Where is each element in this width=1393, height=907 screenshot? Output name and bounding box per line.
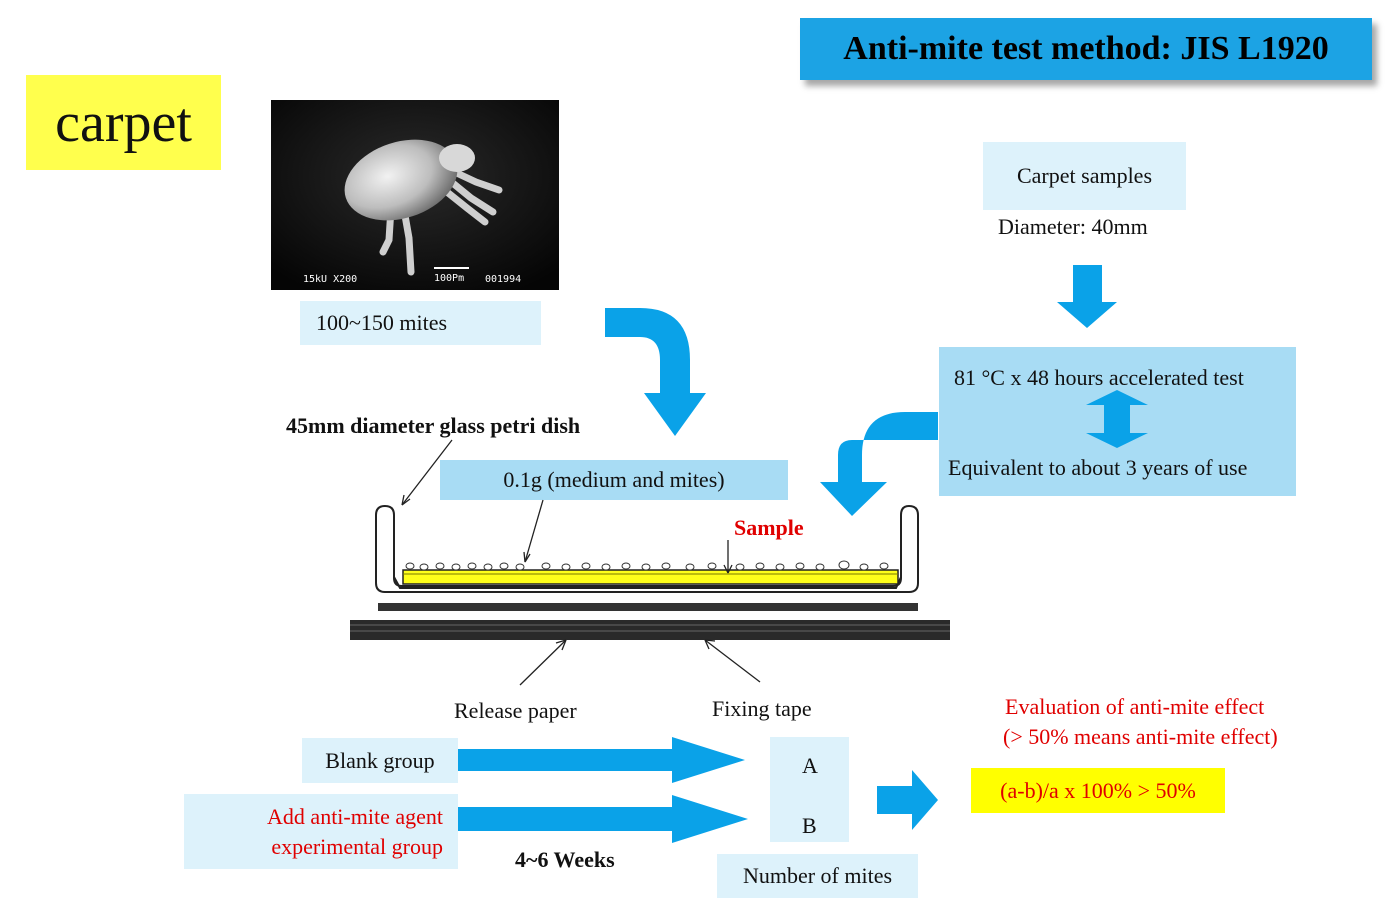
evaluation-line1: Evaluation of anti-mite effect [1005,694,1265,719]
mite-photo: 15kU X200 100Pm 001994 [271,100,559,290]
number-of-mites-text: Number of mites [742,863,893,888]
weeks-label: 4~6 Weeks [515,847,615,872]
result-b: B [802,813,817,838]
release-paper-layer [378,603,918,611]
curved-arrow-sample-icon [820,412,938,516]
carpet-label-text: carpet [55,91,192,154]
diameter-label: Diameter: 40mm [998,214,1148,239]
fixing-tape-label: Fixing tape [712,696,812,721]
experimental-group-box: Add anti-mite agent experimental group [184,794,458,869]
page-title: Anti-mite test method: JIS L1920 [800,18,1372,80]
accelerated-test-text: 81 °C x 48 hours accelerated test [954,365,1244,390]
carpet-samples-box: Carpet samples [983,142,1186,210]
blank-group-arrow-icon [458,737,745,783]
blank-group-text: Blank group [325,747,435,773]
page-title-text: Anti-mite test method: JIS L1920 [843,30,1329,67]
medium-text: 0.1g (medium and mites) [503,467,725,492]
mites-count-text: 100~150 mites [316,310,448,335]
mite-image: 15kU X200 100Pm 001994 [271,100,559,290]
medium-box: 0.1g (medium and mites) [440,460,788,500]
photo-caption-scale: 100Pm [434,273,464,284]
number-of-mites-box: Number of mites [717,854,918,898]
carpet-samples-text: Carpet samples [1016,163,1153,188]
experimental-group-line2: experimental group [271,833,443,859]
photo-caption-left: 15kU X200 [303,274,357,285]
formula-box: (a-b)/a x 100% > 50% [971,768,1225,813]
mite-particles [405,560,889,571]
sample-layer [402,569,899,585]
release-paper-label: Release paper [454,698,577,723]
formula-text: (a-b)/a x 100% > 50% [1000,777,1196,803]
down-arrow-icon [1057,265,1117,328]
result-arrow-icon [877,770,938,830]
experimental-group-line1: Add anti-mite agent [267,803,443,829]
pointer-lines [401,439,761,686]
double-arrow-icon [1086,390,1148,448]
experimental-group-arrow-icon [458,795,748,843]
blank-group-box: Blank group [302,738,458,783]
result-box [770,737,849,842]
mites-count-box: 100~150 mites [300,301,541,345]
petri-dish-label: 45mm diameter glass petri dish [286,413,581,438]
equivalent-text: Equivalent to about 3 years of use [948,455,1248,480]
fixing-tape-layer [350,620,950,640]
result-a: A [802,753,818,778]
sample-label: Sample [734,515,804,540]
carpet-label: carpet [26,75,221,170]
curved-arrow-mites-icon [605,308,706,436]
photo-caption-right: 001994 [485,274,521,285]
evaluation-line2: (> 50% means anti-mite effect) [1003,724,1278,749]
petri-dish [375,504,919,593]
